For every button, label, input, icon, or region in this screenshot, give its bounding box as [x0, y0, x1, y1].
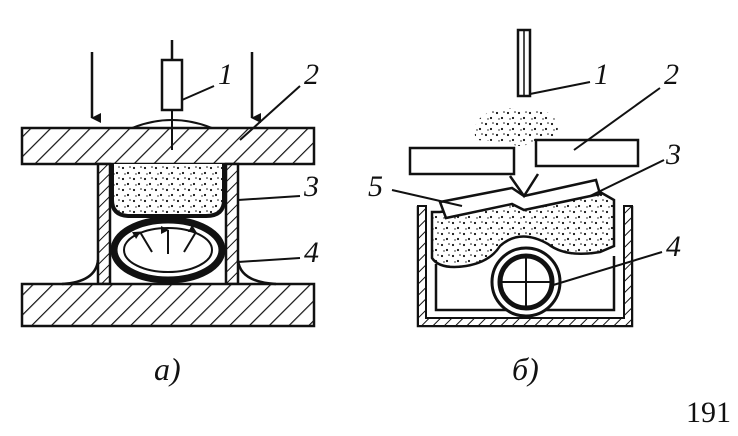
top-plate [20, 126, 316, 166]
arc-dome [131, 119, 213, 129]
label-b-1: 1 [594, 58, 609, 91]
pressure-arrow [131, 231, 153, 253]
leader-3 [237, 195, 301, 201]
leader-5 [391, 189, 463, 207]
filler-cup [110, 164, 226, 218]
label-b-4: 4 [666, 230, 681, 263]
label-b-3: 3 [665, 138, 681, 171]
figure-b [391, 28, 665, 328]
tilted-part-notch [508, 173, 540, 199]
leader-2 [573, 87, 661, 151]
caption-b: б) [512, 351, 539, 387]
leader-3 [589, 159, 665, 197]
fillet-right [236, 259, 277, 286]
leader-4 [237, 257, 301, 263]
tilted-part [438, 178, 602, 220]
label-a-1: 1 [218, 58, 233, 91]
label-a-3: 3 [303, 170, 319, 203]
page-number: 191 [686, 396, 731, 429]
label-a-4: 4 [304, 236, 319, 269]
top-plate-right [534, 138, 640, 168]
leader-4 [549, 251, 663, 287]
container-wall [417, 205, 633, 327]
pressure-arrow [183, 224, 197, 253]
bottom-base [20, 282, 316, 328]
leader-1 [181, 85, 215, 101]
fillet-left [61, 259, 100, 286]
label-b-2: 2 [664, 58, 679, 91]
label-a-2: 2 [304, 58, 319, 91]
powder-cloud [474, 108, 558, 146]
wire-electrode [160, 58, 184, 112]
leader-2 [239, 85, 301, 141]
right-wall [224, 162, 240, 286]
left-wall [96, 162, 112, 286]
figure-a [20, 40, 316, 328]
label-b-5: 5 [368, 170, 383, 203]
top-plate-left [408, 146, 516, 176]
caption-a: а) [154, 351, 181, 387]
leader-1 [529, 81, 591, 95]
